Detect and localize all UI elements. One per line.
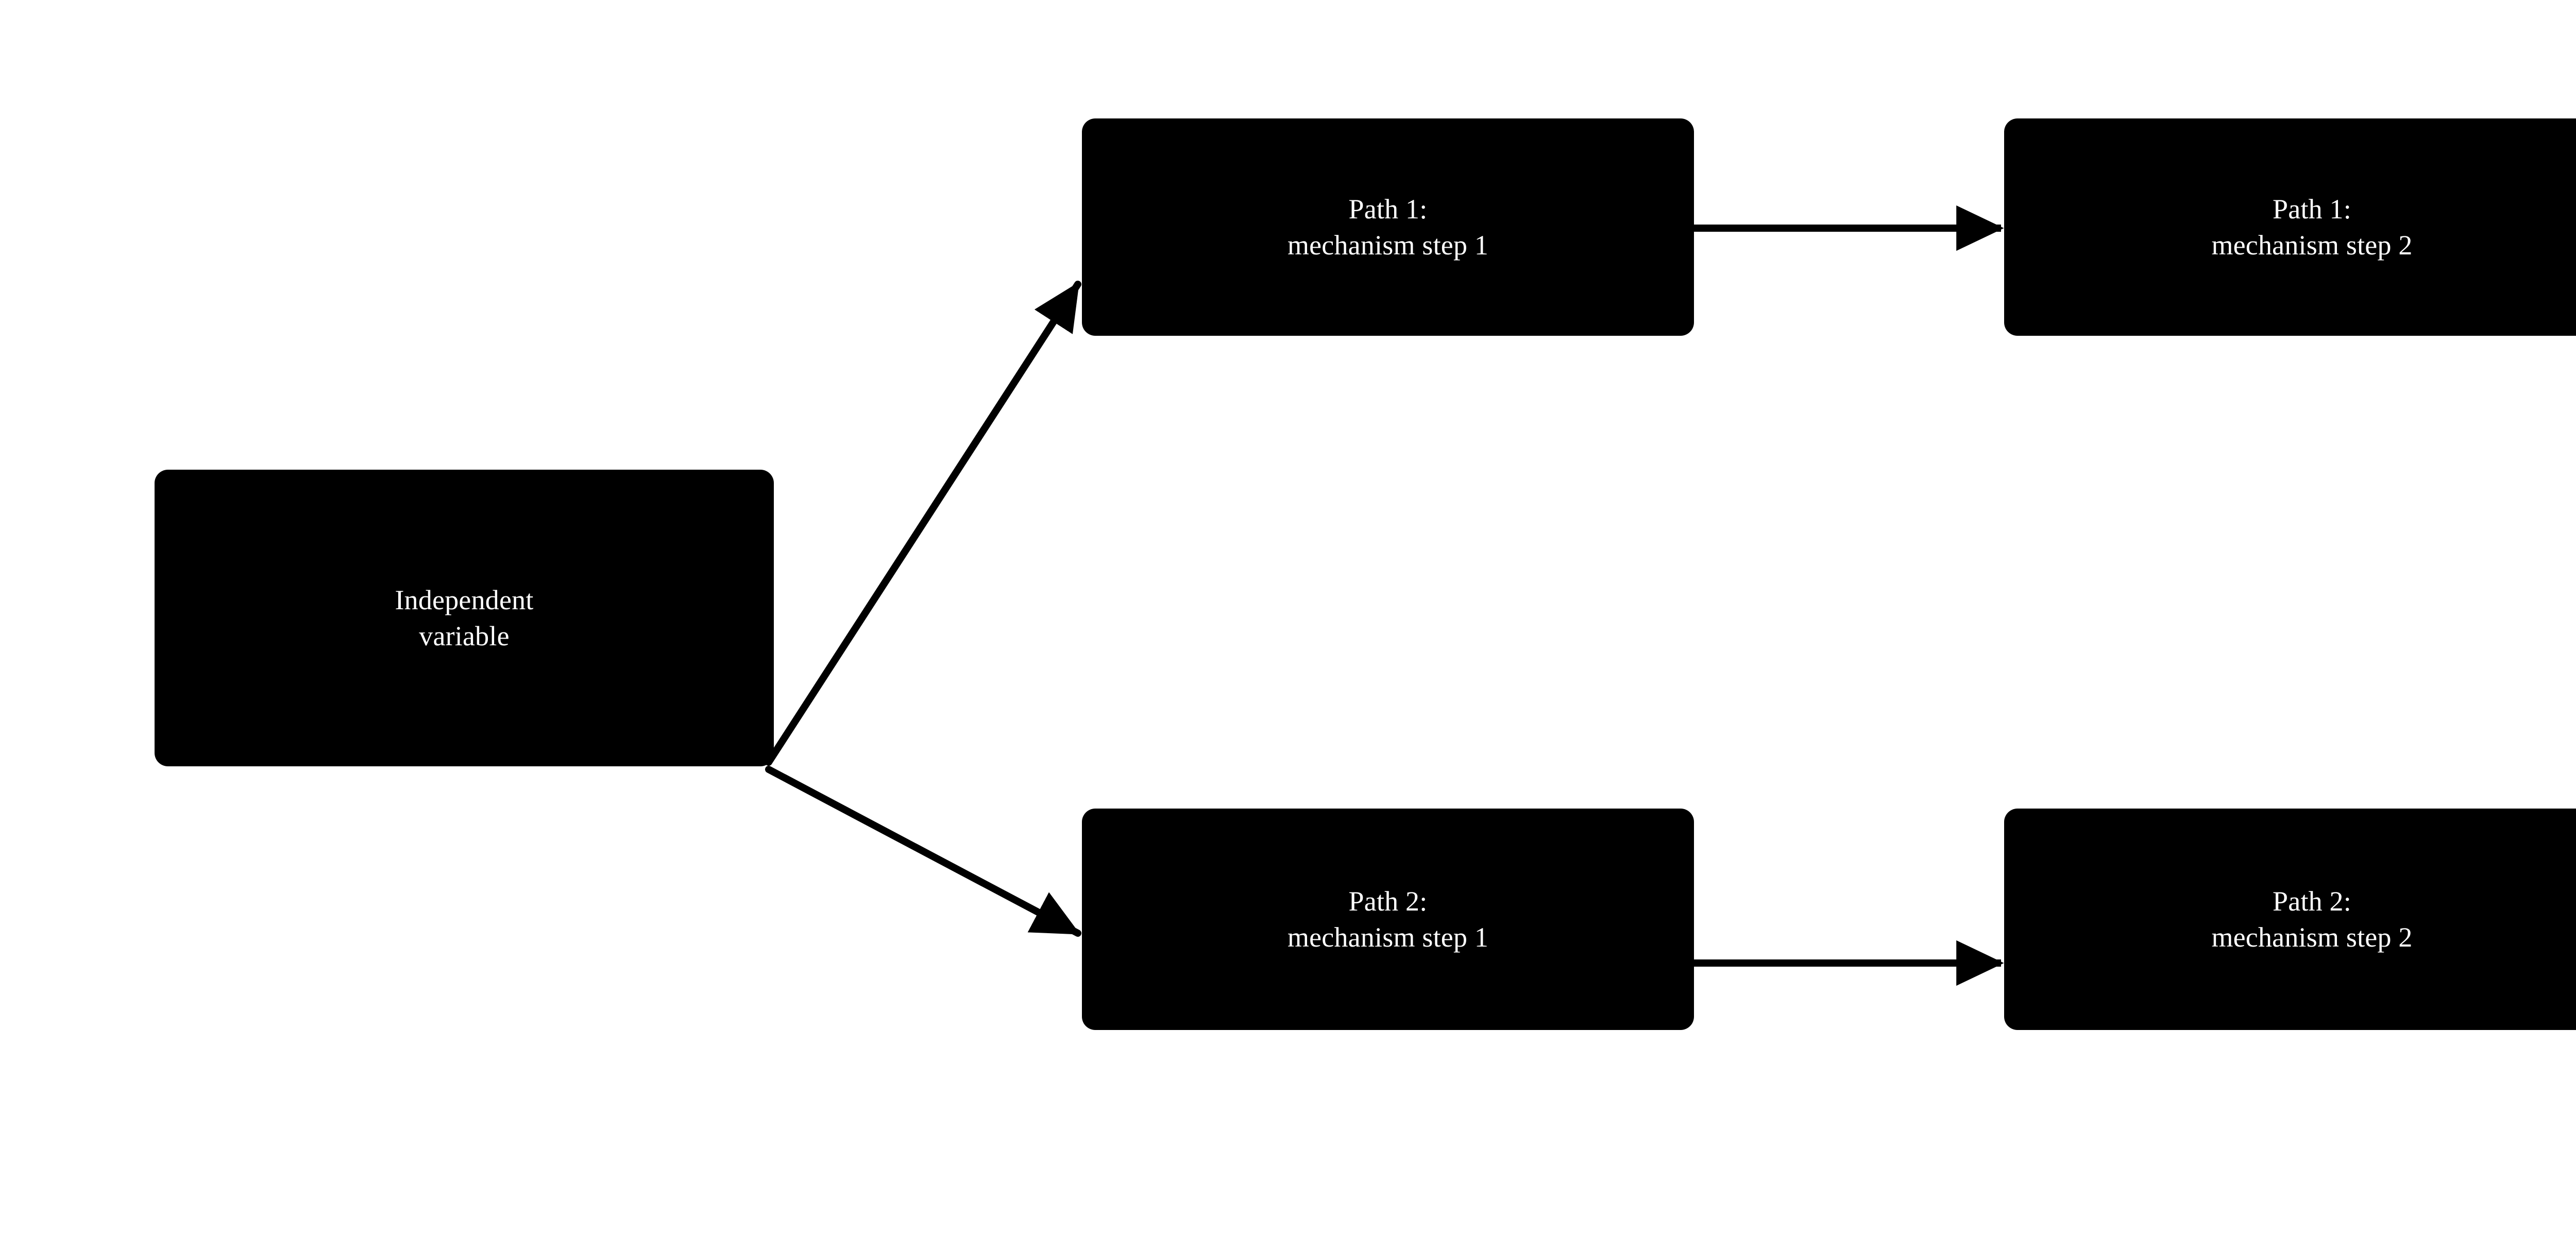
- node-independent-variable-label: Independent variable: [395, 584, 534, 651]
- node-path1-mechanism-step-1-label: Path 1: mechanism step 1: [1287, 193, 1489, 261]
- node-path1-mechanism-step-2[interactable]: Path 1: mechanism step 2: [2004, 118, 2576, 336]
- node-path2-mechanism-step-1[interactable]: Path 2: mechanism step 1: [1082, 809, 1694, 1030]
- node-path2-mechanism-step-2-label: Path 2: mechanism step 2: [2211, 885, 2413, 953]
- node-path2-mechanism-step-1-label: Path 2: mechanism step 1: [1287, 885, 1489, 953]
- node-path1-mechanism-step-1[interactable]: Path 1: mechanism step 1: [1082, 118, 1694, 336]
- edge-independent-to-p2s1: [765, 766, 1081, 937]
- edge-independent-to-p1s1: [765, 281, 1081, 766]
- node-independent-variable[interactable]: Independent variable: [155, 470, 774, 766]
- node-path2-mechanism-step-2[interactable]: Path 2: mechanism step 2: [2004, 809, 2576, 1030]
- node-path1-mechanism-step-2-label: Path 1: mechanism step 2: [2211, 193, 2413, 261]
